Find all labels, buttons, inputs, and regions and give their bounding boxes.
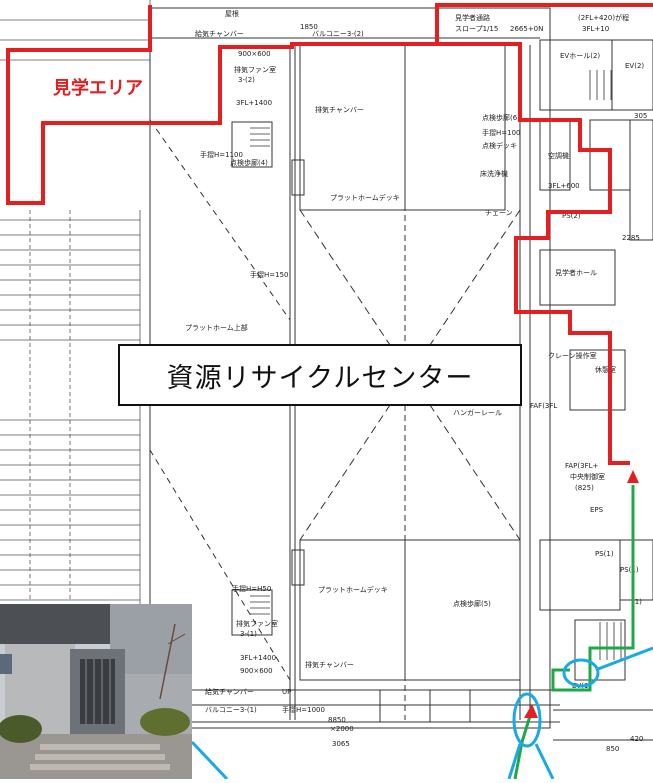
label-ev-hall: EVホール(2) — [560, 52, 600, 60]
title-box: 資源リサイクルセンター — [118, 344, 522, 406]
label-crane-op: クレーン操作室 — [548, 351, 597, 360]
label-fap: FAP(3FL+ — [565, 462, 599, 470]
label-ps-mid: PS(1) — [620, 566, 639, 574]
label-exhaust-chamber-bottom: 排気チャンバー — [305, 660, 354, 669]
label-exhaust-fan-1: 排気ファン室 — [236, 619, 278, 628]
label-dim-850: 850 — [606, 745, 619, 753]
label-level-1400-bottom: 3FL+1400 — [240, 654, 276, 662]
stairs — [250, 70, 622, 660]
label-up: UP — [282, 688, 291, 696]
label-ps1: PS(1) — [595, 550, 614, 558]
label-balcony-2: バルコニー3-(2) — [312, 30, 364, 38]
label-dim-3065: 3065 — [332, 740, 350, 748]
label-platform-deck-top: プラットホームデッキ — [330, 193, 400, 202]
label-center-monitor: 中央制御室 — [570, 472, 605, 481]
tour-area-outline-right — [437, 42, 630, 465]
label-fl-600: 3FL+600 — [548, 182, 580, 190]
label-fan-chamber: 給気チャンバー — [195, 29, 244, 38]
right-rooms — [539, 39, 653, 741]
label-dim-420: 420 — [630, 735, 643, 743]
label-vent-top: 900×600 — [238, 50, 271, 58]
plan-labels: 屋根 給気チャンバー バルコニー3-(2) 見学者通路 スロープ1/15 266… — [185, 9, 647, 753]
label-level-3fl-10: 3FL+10 — [582, 25, 609, 33]
label-handrail-h50: 手摺H=H50 — [232, 584, 271, 593]
label-rooftop: 屋根 — [225, 9, 239, 18]
label-dim-825: (825) — [575, 484, 594, 492]
label-handrail-1100: 手摺H=1100 — [200, 150, 243, 159]
label-level-420: (2FL+420)が程 — [578, 13, 629, 22]
label-slope: スロープ1/15 — [455, 25, 498, 33]
label-visitor-aisle: 見学者通路 — [455, 13, 490, 22]
label-inspection-4: 点検歩廊(4) — [230, 158, 268, 167]
label-exhaust-fan-2b: 3-(2) — [238, 76, 255, 84]
label-supply-chamber-bottom: 給気チャンバー — [205, 687, 254, 696]
label-ev2: EV(2) — [625, 62, 644, 70]
label-handrail-150: 手摺H=150 — [250, 270, 289, 279]
label-chain: チェーン — [485, 209, 513, 217]
label-dim-1850: 1850 — [300, 23, 318, 31]
label-inspection-deck: 点検デッキ — [482, 141, 517, 150]
label-rest: 休憩室 — [595, 365, 616, 374]
red-arrow-lower — [524, 704, 538, 718]
label-visitor-hall: 見学者ホール — [555, 268, 597, 277]
route-lines — [513, 470, 639, 780]
label-handrail-1000: 手摺H=1000 — [282, 705, 325, 714]
label-hanger-rail: ハンガーレール — [453, 408, 502, 417]
callout-ellipse-entrance — [512, 692, 542, 748]
label-exhaust-chamber-top: 排気チャンバー — [315, 105, 364, 114]
label-dim-2285: 2285 — [622, 234, 640, 242]
label-eps: EPS — [590, 506, 604, 514]
label-dim-1: (1) — [632, 598, 642, 606]
label-cleaning: 床洗浄機 — [480, 169, 508, 178]
label-faf: FAF(3FL — [530, 402, 557, 410]
tour-area-label: 見学エリア — [53, 78, 143, 99]
label-inspection-5: 点検歩廊(5) — [453, 599, 491, 608]
photo-illustration — [0, 604, 192, 779]
label-dim-8850: 8850 — [328, 716, 346, 724]
label-equipment: 空調機 — [548, 151, 569, 160]
callout-ellipse-ev — [562, 658, 600, 688]
label-exhaust-fan-1b: 3-(1) — [240, 630, 257, 638]
label-dim-top: 2665+0N — [510, 25, 543, 33]
label-ps2: PS(2) — [562, 212, 581, 220]
building-structure — [149, 7, 560, 729]
building-entrance-photo — [0, 604, 192, 779]
label-vent-bottom: 900×600 — [240, 667, 273, 675]
label-dim-2000: ×2000 — [330, 725, 354, 733]
label-platform-deck-bottom: プラットホームデッキ — [318, 585, 388, 594]
callouts — [190, 646, 653, 781]
left-hatched-area — [0, 0, 151, 605]
red-arrow-upper — [627, 470, 639, 483]
label-dim-305: 305 — [634, 112, 647, 120]
label-platform-top: プラットホーム上部 — [185, 323, 248, 332]
label-balcony-1: バルコニー3-(1) — [205, 706, 257, 714]
label-inspection-6: 点検歩廊(6) — [482, 113, 520, 122]
label-handrail-100: 手摺H=100 — [482, 128, 521, 137]
label-level-1400-top: 3FL+1400 — [236, 99, 272, 107]
label-exhaust-fan-2: 排気ファン室 — [234, 65, 276, 74]
page-title: 資源リサイクルセンター — [166, 362, 474, 394]
